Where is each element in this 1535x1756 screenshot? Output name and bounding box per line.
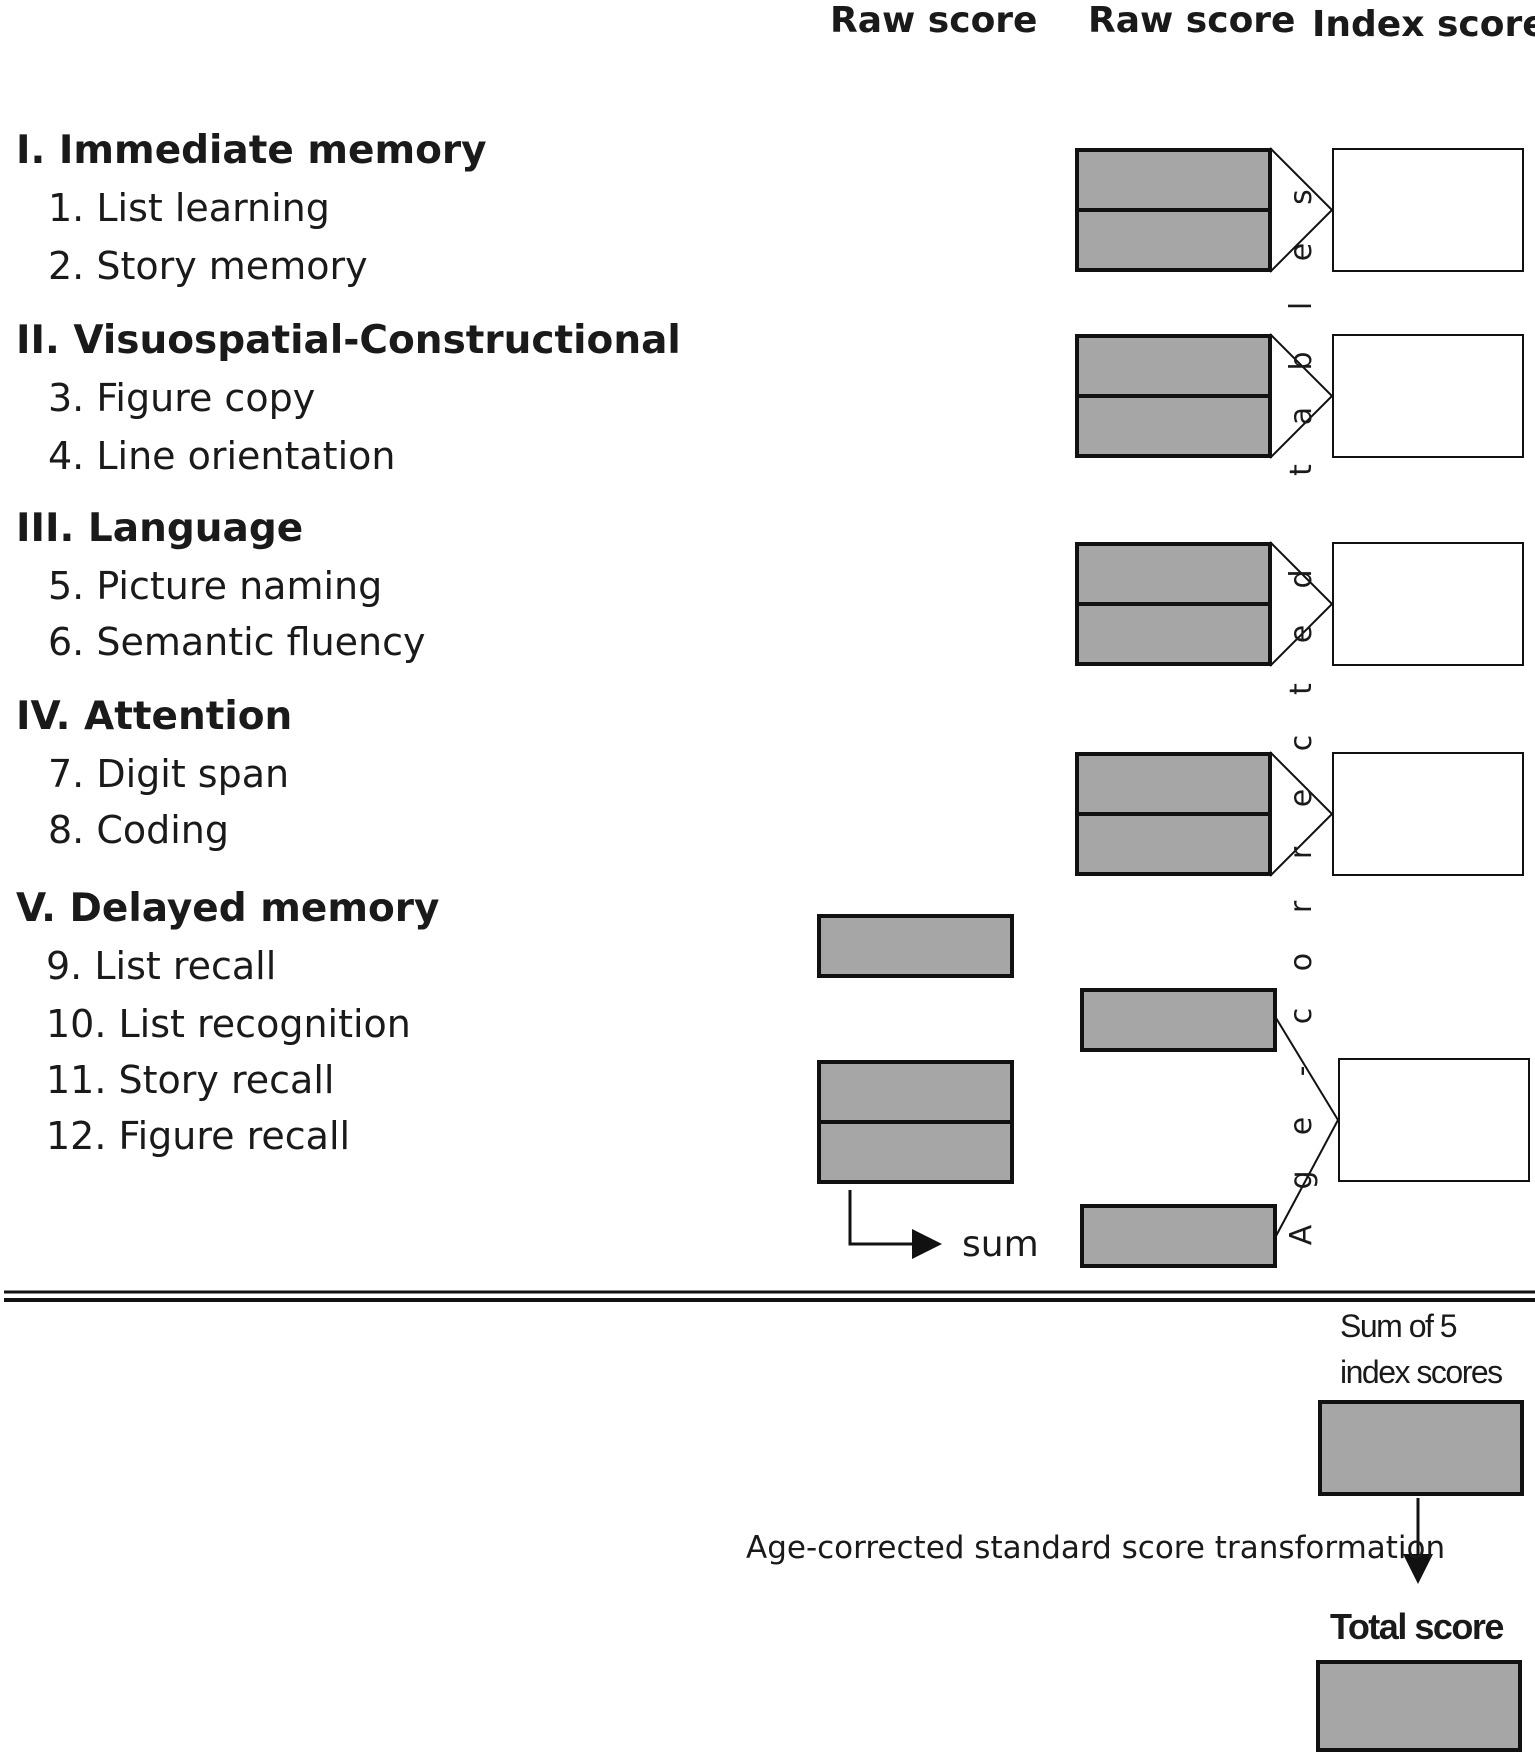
vertical-label-char: g [1284,1170,1319,1190]
raw-score-box-figure-recall [817,1120,1014,1184]
vertical-label-char: A [1284,1224,1319,1246]
raw-score-header-1: Raw score [830,0,1038,41]
raw-score-box-list-recognition [1080,988,1277,1052]
sum-label: sum [962,1224,1039,1265]
domain-title-immediate-memory: I. Immediate memory [16,128,487,173]
vertical-label-char: d [1284,569,1319,589]
vertical-label-char: t [1284,464,1319,477]
subtest-figure-copy: 3. Figure copy [48,376,316,420]
vertical-label-char: e [1284,242,1319,261]
vertical-label-char: r [1284,846,1319,859]
vertical-label-char: e [1284,1116,1319,1135]
index-score-header: Index score [1312,4,1535,45]
index-score-box-language [1332,542,1524,666]
sum-of-index-label-line-2: index scores [1340,1354,1503,1390]
subtest-story-memory: 2. Story memory [48,244,368,288]
raw-score-box-coding [1075,812,1272,876]
raw-score-box-picture-naming [1075,542,1272,606]
index-score-box-attention [1332,752,1524,876]
subtest-coding: 8. Coding [48,808,230,852]
raw-score-box-list-learning [1075,148,1272,212]
raw-score-box-story-memory [1075,208,1272,272]
subtest-semantic-fluency: 6. Semantic fluency [48,620,426,664]
subtest-picture-naming: 5. Picture naming [48,564,383,608]
vertical-label-char: o [1284,952,1319,972]
raw-score-box-figure-copy [1075,334,1272,398]
vertical-label-char: c [1284,735,1319,752]
domain-title-delayed-memory: V. Delayed memory [16,886,440,931]
domain-title-visuospatial: II. Visuospatial-Constructional [16,318,681,363]
index-score-box-visuospatial [1332,334,1524,458]
subtest-line-orientation: 4. Line orientation [48,434,396,478]
raw-score-box-line-orientation [1075,394,1272,458]
index-score-box-immediate-memory [1332,148,1524,272]
sum-of-index-label-line-1: Sum of 5 [1340,1308,1458,1344]
raw-score-header-2: Raw score [1088,0,1296,41]
vertical-label-char: e [1284,788,1319,808]
vertical-label-char: r [1284,901,1319,914]
vertical-label-char: e [1284,624,1319,644]
vertical-label-char: l [1284,302,1319,311]
vertical-label-char: s [1284,189,1319,205]
raw-score-box-list-recall [817,914,1014,978]
sum-arrow [848,1190,942,1259]
transformation-label: Age-corrected standard score transformat… [746,1530,1446,1566]
subtest-figure-recall: 12. Figure recall [46,1114,351,1158]
subtest-story-recall: 11. Story recall [46,1058,335,1102]
vertical-label-char: t [1284,682,1319,695]
vertical-label-char: a [1284,406,1319,425]
index-score-box-delayed-memory [1338,1058,1530,1182]
raw-score-box-story-recall [817,1060,1014,1124]
raw-score-box-sum [1080,1204,1277,1268]
sum-of-index-scores-box [1318,1400,1524,1496]
total-score-label: Total score [1330,1606,1504,1647]
subtest-digit-span: 7. Digit span [48,752,290,796]
total-score-box [1316,1660,1522,1752]
domain-title-language: III. Language [16,506,304,551]
vertical-label-char: b [1284,351,1319,371]
vertical-label-char [1287,505,1317,545]
vertical-label-char: - [1284,1065,1319,1077]
vertical-label-char: c [1284,1008,1319,1025]
subtest-list-recognition: 10. List recognition [46,1002,411,1046]
subtest-list-recall: 9. List recall [46,944,277,988]
domain-title-attention: IV. Attention [16,694,293,739]
subtest-list-learning: 1. List learning [48,186,330,230]
raw-score-box-digit-span [1075,752,1272,816]
raw-score-box-semantic-fluency [1075,602,1272,666]
